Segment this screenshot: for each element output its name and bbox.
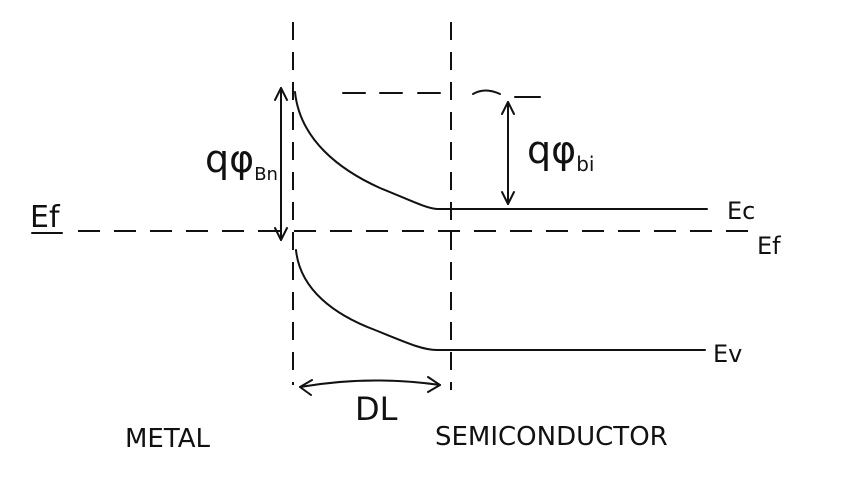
dl-arrow-head-right	[427, 376, 441, 393]
metal-label: METAL	[125, 424, 211, 454]
conduction-band-label: Ec	[727, 197, 755, 225]
builtin-potential-subscript: bi	[576, 152, 594, 176]
barrier-height-symbol: qφ	[205, 137, 254, 181]
dl-arrow-head-left	[299, 379, 313, 396]
barrier-arrow-head-top	[274, 87, 288, 101]
barrier-height-subscript: Bn	[254, 164, 278, 185]
fermi-level-label-left: Ef	[30, 200, 61, 235]
valence-band-curve	[295, 249, 453, 351]
builtin-potential-symbol: qφ	[527, 128, 576, 172]
valence-band-label: Ev	[713, 340, 742, 368]
builtin-arrow-head-bottom	[501, 191, 515, 205]
builtin-potential-label: qφbi	[527, 128, 594, 176]
bi-reference-dash	[472, 89, 501, 95]
barrier-height-label: qφBn	[205, 137, 278, 185]
builtin-arrow-head-top	[501, 101, 515, 115]
depletion-width-label: DL	[355, 390, 398, 428]
barrier-arrow-head-bottom	[274, 227, 288, 241]
conduction-band-curve	[294, 91, 453, 210]
depletion-width-arrow	[299, 379, 441, 388]
semiconductor-label: SEMICONDUCTOR	[435, 422, 668, 452]
fermi-level-label-right: Ef	[757, 232, 781, 260]
